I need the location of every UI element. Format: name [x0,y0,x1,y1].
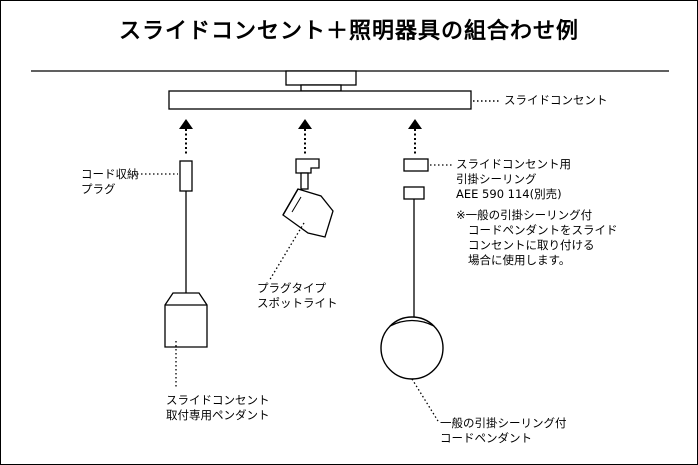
ceiling-adapter-label: スライドコンセント用 引掛シーリング AEE 590 114(別売) [456,157,571,201]
arrow-plug [179,119,193,156]
rail-mount-block [285,70,357,86]
usage-note: ※一般の引掛シーリング付 コードペンダントをスライド コンセントに取り付ける 場… [456,208,618,267]
globe-leader-line [411,378,439,422]
rail-mount-stem [300,84,342,92]
spotlight-label: プラグタイプ スポットライト [257,281,338,310]
ceiling-adapter-bottom [403,186,425,200]
slide-pendant-shade [164,292,208,348]
cord-plug-label: コード収納 プラグ [81,167,139,196]
ceiling-adapter-top [403,158,429,172]
arrow-spot [298,119,312,156]
diagram-title: スライドコンセント＋照明器具の組合わせ例 [118,19,579,44]
spotlight-body [282,188,334,238]
slide-rail [168,90,472,110]
arrow-ceiling-adapter [408,119,422,156]
spotlight-stem [300,172,309,190]
cord-storage-plug [179,160,193,192]
globe-pendant-label: 一般の引掛シーリング付 コードペンダント [440,416,567,445]
globe-cap [389,319,435,327]
slide-pendant-label: スライドコンセント 取付専用ペンダント [166,393,270,422]
rail-label: スライドコンセント [504,93,608,107]
spotlight-leader-line [268,222,305,282]
spotlight-plug-head [295,158,320,174]
